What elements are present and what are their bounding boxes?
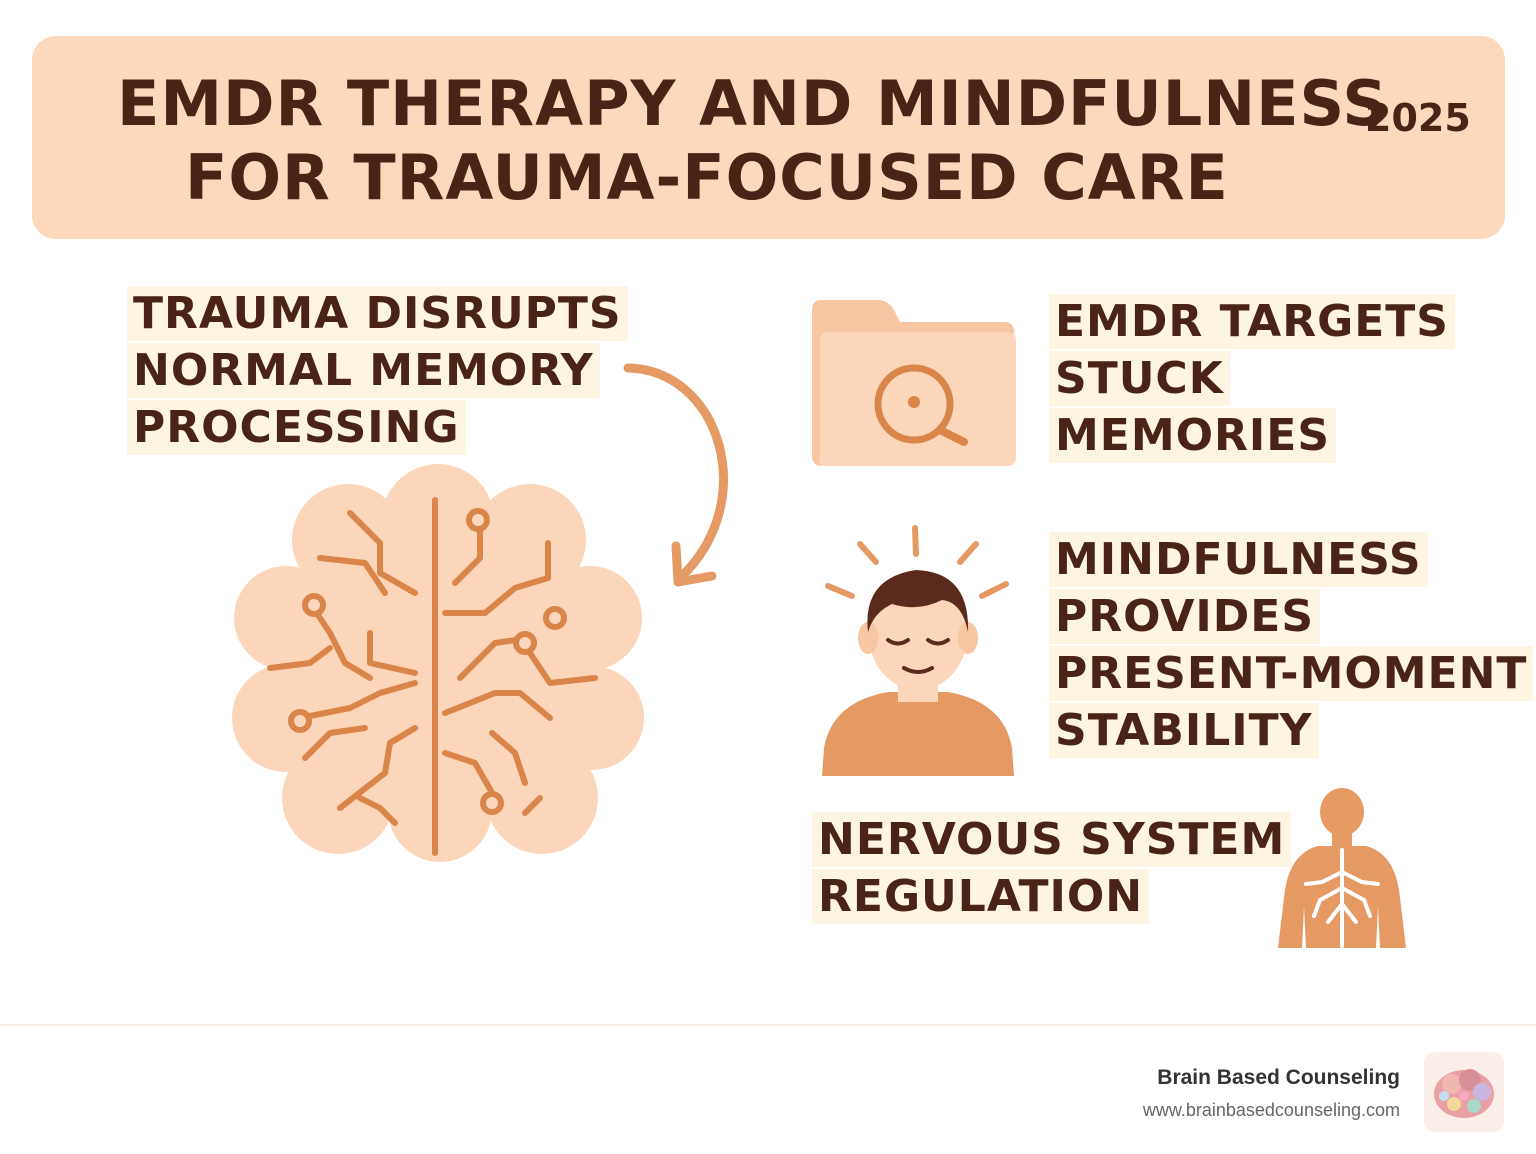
trauma-line-3: PROCESSING [127,400,466,455]
page-title-line-1: EMDR THERAPY AND MINDFULNESS [117,67,1389,140]
emdr-line-3: MEMORIES [1049,408,1337,463]
mindfulness-line-3: PRESENT-MOMENT [1049,646,1534,701]
emdr-line-1: EMDR TARGETS [1049,294,1455,349]
curved-arrow-icon [623,363,728,587]
trauma-point: TRAUMA DISRUPTS NORMAL MEMORY PROCESSING [127,286,628,457]
nervous-line-1: NERVOUS SYSTEM [812,812,1292,867]
emdr-line-2: STUCK [1049,351,1230,406]
footer-brand-name: Brain Based Counseling [1157,1066,1400,1089]
mindfulness-line-4: STABILITY [1049,703,1319,758]
emdr-point: EMDR TARGETS STUCK MEMORIES [1049,294,1455,465]
title-banner [32,36,1505,239]
folder-search-icon [812,300,1016,466]
mindfulness-line-2: PROVIDES [1049,589,1321,644]
mindfulness-point: MINDFULNESS PROVIDES PRESENT-MOMENT STAB… [1049,532,1534,760]
page-title-line-2: FOR TRAUMA-FOCUSED CARE [185,141,1229,214]
footer-url[interactable]: www.brainbasedcounseling.com [1142,1100,1400,1120]
nervous-line-2: REGULATION [812,869,1150,924]
meditating-person-icon [822,525,1014,776]
body-nervous-system-icon [1278,788,1406,948]
brain-logo-icon [1424,1052,1504,1132]
mindfulness-line-1: MINDFULNESS [1049,532,1428,587]
trauma-line-2: NORMAL MEMORY [127,343,600,398]
trauma-line-1: TRAUMA DISRUPTS [127,286,628,341]
nervous-system-point: NERVOUS SYSTEM REGULATION [812,812,1292,926]
footer-divider [0,1024,1536,1026]
brain-circuit-icon [232,464,644,862]
year-label: 2025 [1365,96,1471,140]
